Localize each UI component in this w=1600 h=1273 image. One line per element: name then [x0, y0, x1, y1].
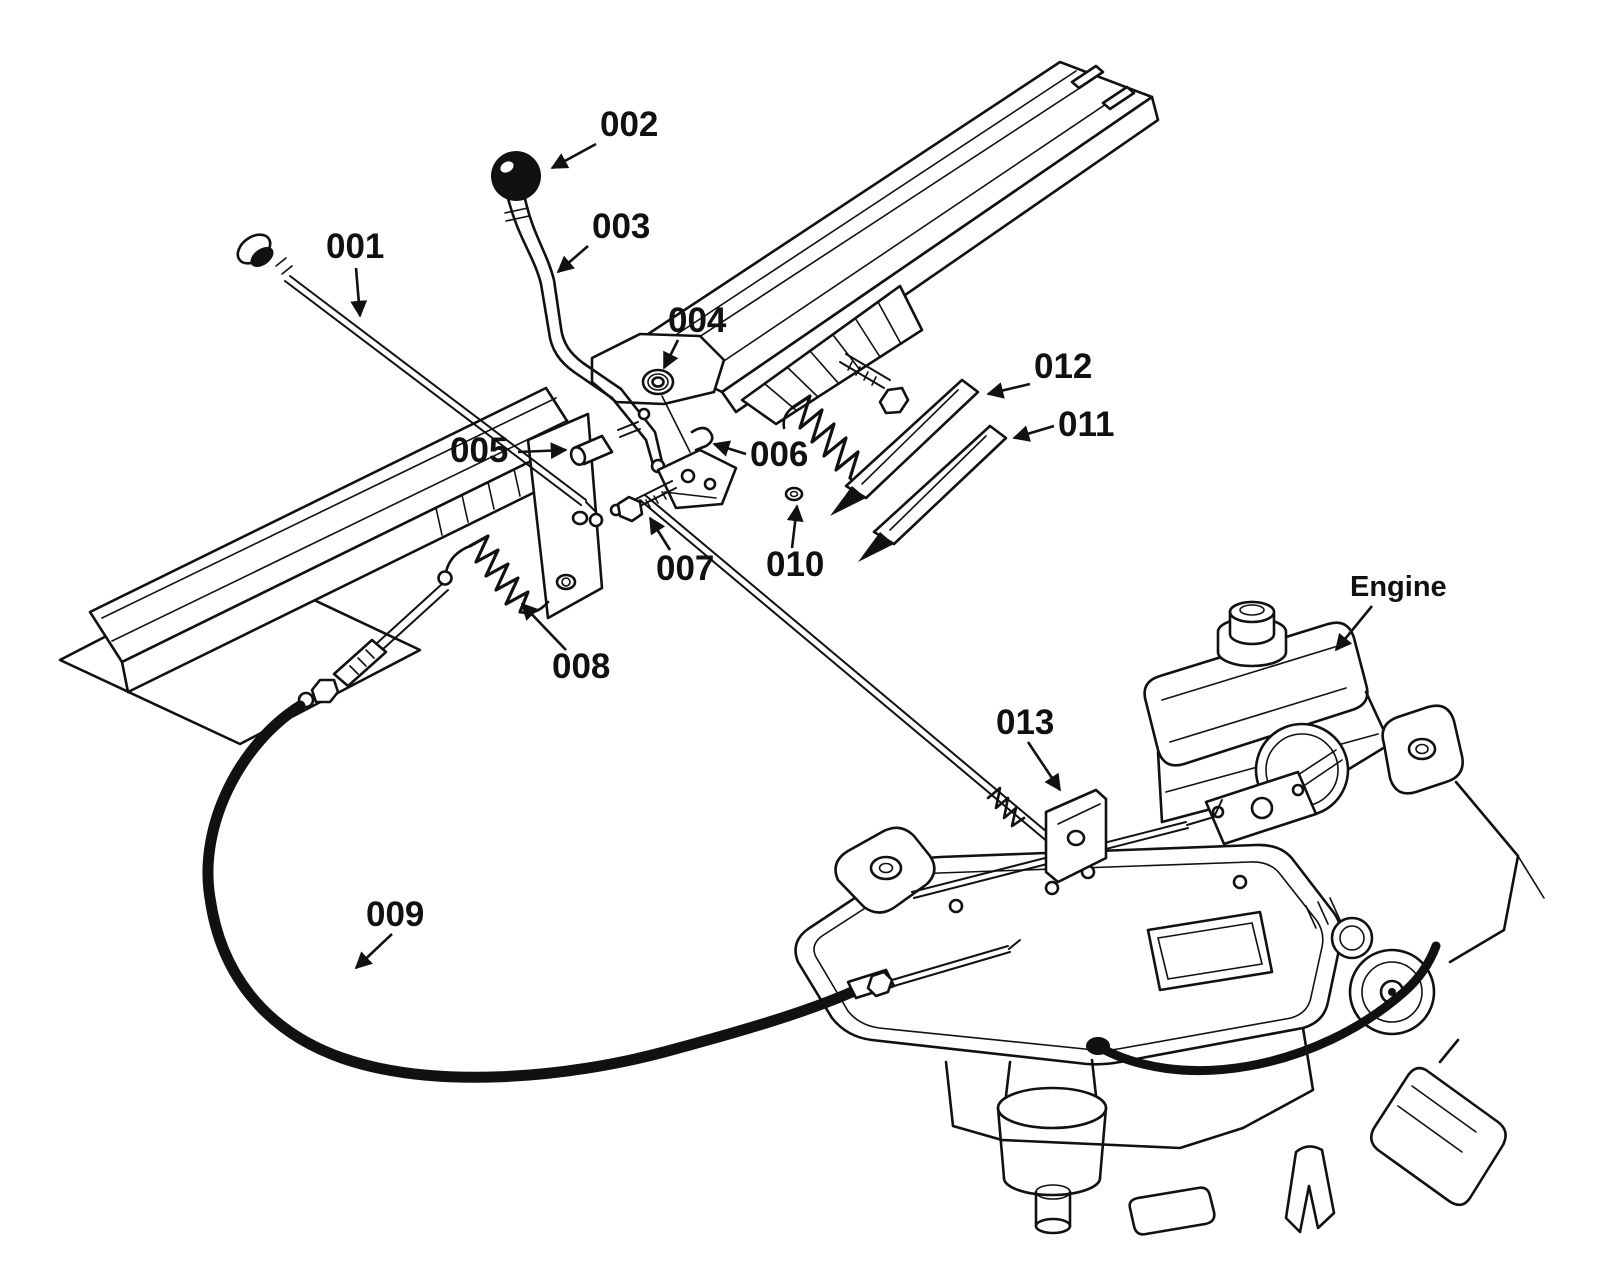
seat-rail-right [590, 60, 1160, 426]
oil-sump [996, 1058, 1108, 1235]
callout-006-arrow [712, 440, 747, 457]
cable-bracket-013 [1044, 788, 1108, 884]
cable-inner-rod [891, 945, 1009, 981]
callout-002-label: 002 [600, 105, 658, 144]
bushing-005 [569, 434, 614, 466]
callouts: 001 002 003 004 005 006 007 008 009 010 … [326, 105, 1447, 970]
clevis-fork [1284, 1145, 1336, 1234]
ferrule-nut [310, 678, 340, 704]
callout-013-label: 013 [996, 703, 1054, 742]
callout-003-arrow [556, 245, 589, 274]
callout-011-label: 011 [1058, 405, 1114, 444]
threaded-ferrule [332, 638, 388, 688]
bracket-hole [555, 573, 577, 591]
callout-004-label: 004 [668, 301, 727, 340]
engine-mount-ear-right [1381, 704, 1464, 795]
hex-bolt-012 [839, 353, 910, 415]
carb-linkage-plate [1204, 770, 1318, 846]
callout-010-label: 010 [766, 545, 824, 584]
cable-link-rod [297, 583, 449, 709]
grommet-004 [641, 368, 675, 396]
throttle-cable-009 [202, 700, 1021, 1083]
return-spring-008 [437, 534, 550, 615]
engine-assembly [794, 600, 1545, 1236]
side-bracket-lines [1448, 780, 1545, 964]
hardware-cluster [569, 353, 1008, 562]
choke-rod-001 [236, 233, 597, 513]
pivot-plate [656, 448, 738, 510]
oil-filler-cap [1216, 600, 1288, 668]
link-plate-b [858, 424, 1008, 562]
throttle-lever [491, 151, 666, 474]
callout-002-arrow [550, 142, 597, 170]
callout-008-arrow [520, 602, 567, 651]
throttle-rod [639, 494, 1096, 880]
rail-slot [1101, 85, 1136, 111]
callout-011-arrow [1012, 424, 1055, 442]
callout-009-label: 009 [366, 895, 424, 934]
callout-010-arrow [786, 504, 804, 549]
hose-connector [1086, 1037, 1110, 1055]
callout-009-arrow [354, 933, 393, 970]
base-plate-opening [1146, 910, 1274, 992]
rod-spring [986, 786, 1026, 828]
choke-knob [250, 246, 274, 268]
fuel-hose [1086, 941, 1441, 1075]
callout-006-label: 006 [750, 435, 808, 474]
muffler [1369, 1038, 1507, 1207]
engine-label: Engine [1350, 571, 1447, 603]
bolt-007 [616, 480, 677, 523]
callout-003-label: 003 [592, 207, 650, 246]
lower-bracket [1128, 1186, 1216, 1236]
callout-001-label: 001 [326, 227, 384, 266]
valve-cover [1143, 621, 1369, 767]
lever-knob [491, 151, 541, 201]
callout-001-arrow [350, 267, 368, 318]
callout-008-label: 008 [552, 647, 610, 686]
washer [588, 512, 604, 528]
spring-anchor [437, 570, 453, 586]
engine-label-arrow [1334, 605, 1374, 652]
callout-004-arrow [662, 339, 680, 370]
knob-highlight [500, 161, 514, 173]
rail-slot [1070, 64, 1105, 90]
cable-end-nut [866, 970, 894, 998]
clip-006 [690, 426, 714, 452]
callout-013-arrow [1026, 741, 1062, 792]
callout-007-arrow [648, 516, 672, 551]
callout-005-label: 005 [450, 431, 508, 470]
plate-screw [948, 898, 964, 914]
seat-rail-left [58, 386, 604, 746]
fuel-bowl [1330, 916, 1374, 960]
spring-washer-010 [784, 486, 804, 502]
callout-012-arrow [986, 382, 1031, 399]
link-plate-a [830, 378, 980, 516]
plate-screw [1044, 880, 1060, 896]
callout-012-label: 012 [1034, 347, 1092, 386]
callout-005-arrow [517, 442, 568, 460]
callout-007-label: 007 [656, 549, 714, 588]
engine-base-plate [794, 843, 1343, 1066]
plate-screw [1232, 874, 1248, 890]
engine-mount-ear-left [834, 826, 936, 914]
bracket-hole [571, 510, 589, 526]
